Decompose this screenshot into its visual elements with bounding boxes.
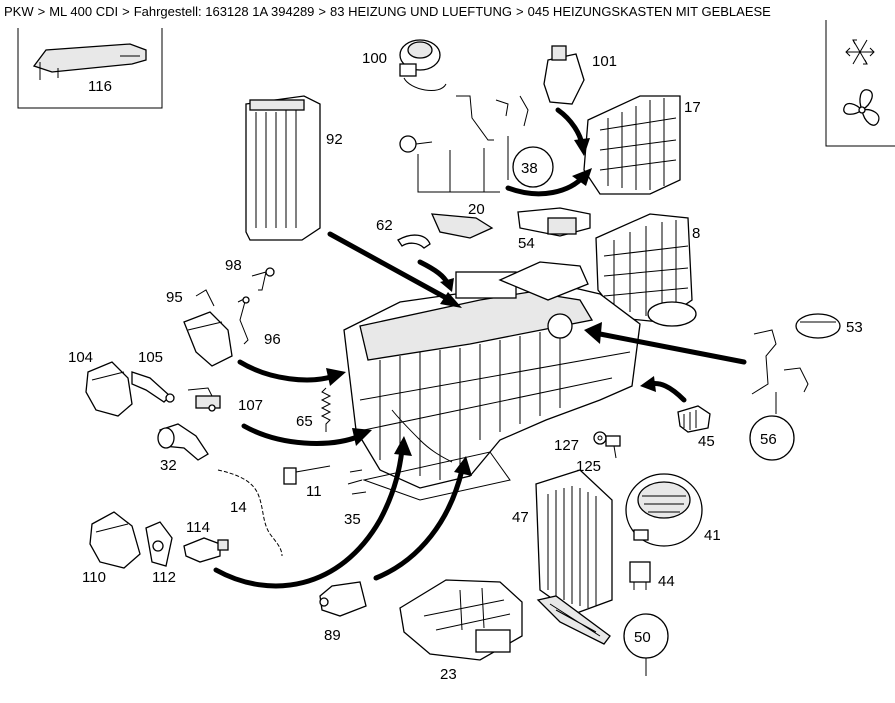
callout-101: 101 <box>592 53 617 70</box>
breadcrumb-separator: > <box>516 4 524 19</box>
callout-35: 35 <box>344 511 361 528</box>
callout-96: 96 <box>264 331 281 348</box>
part-41-blower-motor[interactable]: 41 <box>625 473 721 547</box>
part-62-seal[interactable]: 62 <box>376 217 431 249</box>
callout-32: 32 <box>160 457 177 474</box>
part-101-servo-motor[interactable]: 101 <box>543 45 617 105</box>
callout-45: 45 <box>698 433 715 450</box>
part-105-lever[interactable]: 105 <box>131 349 175 403</box>
callout-54: 54 <box>518 235 535 252</box>
part-11-clip[interactable]: 11 <box>283 465 331 500</box>
breadcrumb-separator: > <box>122 4 130 19</box>
callout-110: 110 <box>82 569 106 586</box>
part-17-housing-section[interactable]: 17 <box>583 95 701 195</box>
part-65-spring[interactable]: 65 <box>296 387 332 432</box>
callout-95: 95 <box>166 289 183 306</box>
part-100-actuator-motor[interactable]: 100 <box>362 39 447 92</box>
callout-23: 23 <box>440 666 457 683</box>
legend-box <box>825 20 895 147</box>
part-44-connector[interactable]: 44 <box>629 561 675 590</box>
callout-89: 89 <box>324 627 341 644</box>
part-32-sensor[interactable]: 32 <box>157 423 209 474</box>
breadcrumb: PKW>ML 400 CDI>Fahrgestell: 163128 1A 39… <box>4 4 771 19</box>
callout-127: 127 <box>554 437 579 454</box>
part-14-cable-harness[interactable]: 14 <box>217 469 283 557</box>
breadcrumb-item-subgroup: 045 HEIZUNGSKASTEN MIT GEBLAESE <box>527 4 771 19</box>
callout-92: 92 <box>326 131 343 148</box>
callout-98: 98 <box>225 257 242 274</box>
part-47-filter[interactable]: 47 <box>512 469 613 615</box>
callout-53: 53 <box>846 319 863 336</box>
part-20-brackets-screws[interactable]: 20 <box>399 95 529 218</box>
callout-112: 112 <box>152 569 176 586</box>
main-heater-box-assembly[interactable] <box>343 261 641 501</box>
part-107-link[interactable]: 107 <box>187 387 263 414</box>
fan-icon <box>843 89 880 126</box>
inset-116[interactable]: 116 <box>17 28 163 109</box>
callout-107: 107 <box>238 397 263 414</box>
part-92-heater-core[interactable]: 92 <box>245 95 343 241</box>
part-23-lower-housing[interactable]: 23 <box>399 579 523 683</box>
breadcrumb-separator: > <box>37 4 46 19</box>
callout-56: 56 <box>760 431 777 448</box>
part-104-actuator[interactable]: 104 <box>68 349 133 417</box>
snowflake-icon <box>845 39 875 65</box>
callout-41: 41 <box>704 527 721 544</box>
part-54-lever[interactable]: 54 <box>517 207 591 252</box>
breadcrumb-item-chassis[interactable]: Fahrgestell: 163128 1A 394289 <box>133 4 315 19</box>
callout-100: 100 <box>362 50 387 67</box>
callout-125: 125 <box>576 458 601 475</box>
callout-104: 104 <box>68 349 93 366</box>
callout-114: 114 <box>186 519 210 536</box>
part-53-cap[interactable]: 53 <box>795 313 863 339</box>
assembly-arrows <box>213 107 747 589</box>
callout-105: 105 <box>138 349 163 366</box>
callout-14: 14 <box>230 499 247 516</box>
callout-116: 116 <box>88 78 112 95</box>
callout-47: 47 <box>512 509 529 526</box>
part-56-bracket[interactable]: 56 <box>749 329 809 461</box>
callout-8: 8 <box>692 225 700 242</box>
callout-20: 20 <box>468 201 485 218</box>
callout-11: 11 <box>306 483 322 500</box>
part-125-screw[interactable]: 125 <box>576 435 621 475</box>
callout-50: 50 <box>634 629 651 646</box>
breadcrumb-item-vehicle-class[interactable]: PKW <box>4 4 34 19</box>
part-50-filter-frame[interactable]: 50 <box>536 595 669 676</box>
ref-38[interactable]: 38 <box>512 146 554 188</box>
part-127-washer[interactable]: 127 <box>554 431 607 454</box>
part-95-actuator[interactable]: 95 <box>166 289 233 367</box>
breadcrumb-item-model[interactable]: ML 400 CDI <box>49 4 119 19</box>
callout-38: 38 <box>521 160 538 177</box>
part-112-lever[interactable]: 112 <box>145 521 176 586</box>
breadcrumb-separator: > <box>318 4 326 19</box>
part-110-actuator[interactable]: 110 <box>82 511 141 586</box>
breadcrumb-item-group[interactable]: 83 HEIZUNG UND LUEFTUNG <box>330 4 513 19</box>
part-35-clips[interactable]: 35 <box>344 469 367 528</box>
part-98-link[interactable]: 98 <box>225 257 275 291</box>
callout-17: 17 <box>684 99 701 116</box>
part-8-housing-section[interactable]: 8 <box>595 213 700 327</box>
part-45-resistor[interactable]: 45 <box>677 405 715 450</box>
callout-65: 65 <box>296 413 313 430</box>
part-114-sensor[interactable]: 114 <box>183 519 229 563</box>
part-89-module[interactable]: 89 <box>319 581 367 644</box>
part-96-lever[interactable]: 96 <box>237 296 281 348</box>
part-flap-plate[interactable] <box>430 213 494 239</box>
callout-44: 44 <box>658 573 675 590</box>
callout-62: 62 <box>376 217 393 234</box>
